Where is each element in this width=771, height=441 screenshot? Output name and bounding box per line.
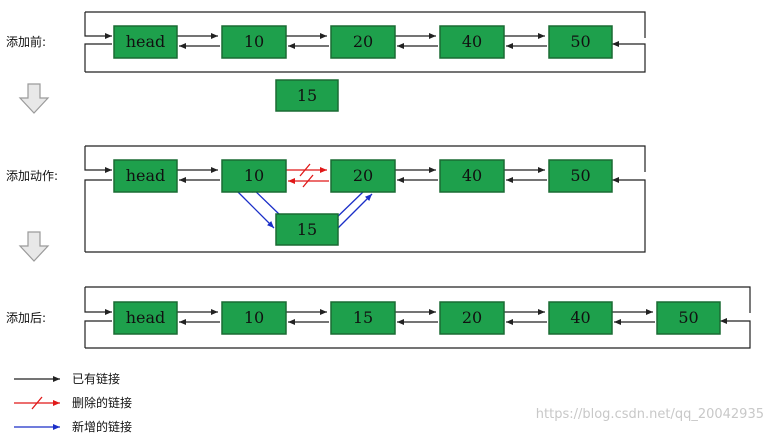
wrap-line-bottom	[84, 320, 112, 348]
node-15-inserting: 15	[275, 213, 339, 246]
down-arrow-icon	[18, 231, 50, 262]
svg-text:20: 20	[353, 166, 373, 185]
legend: 已有链接 删除的链接 新增的链接	[14, 371, 132, 434]
node-head: head	[113, 25, 178, 59]
svg-text:15: 15	[353, 308, 373, 327]
svg-text:40: 40	[462, 166, 482, 185]
svg-text:40: 40	[570, 308, 590, 327]
node-50: 50	[656, 301, 721, 335]
node-15-detached: 15	[275, 79, 339, 112]
stage-before-label: 添加前:	[6, 34, 46, 49]
svg-text:10: 10	[244, 308, 264, 327]
svg-text:50: 50	[678, 308, 698, 327]
svg-text:20: 20	[353, 32, 373, 51]
svg-text:20: 20	[462, 308, 482, 327]
svg-text:40: 40	[462, 32, 482, 51]
legend-item-added: 新增的链接	[14, 419, 132, 434]
wrap-arrow-into-head	[84, 287, 112, 315]
node-50: 50	[548, 159, 613, 193]
added-link-10-15	[237, 191, 275, 229]
wrap-arrow-into-50	[85, 41, 646, 73]
legend-deleted-label: 删除的链接	[72, 395, 132, 410]
svg-text:15: 15	[297, 220, 317, 239]
svg-text:10: 10	[244, 32, 264, 51]
wrap-arrow-into-50	[85, 177, 646, 253]
wrap-line-top	[85, 145, 646, 172]
node-20: 20	[330, 159, 396, 193]
stage-before: 添加前: head 10 20 40	[6, 11, 646, 112]
node-10: 10	[221, 159, 287, 193]
node-head: head	[113, 301, 178, 335]
svg-text:15: 15	[297, 86, 317, 105]
svg-text:head: head	[126, 308, 166, 327]
down-arrow-icon	[18, 83, 50, 114]
legend-existing-label: 已有链接	[72, 371, 120, 386]
wrap-line-top	[85, 11, 646, 38]
node-20: 20	[439, 301, 505, 335]
wrap-arrow-into-head	[84, 12, 112, 39]
svg-text:head: head	[126, 32, 166, 51]
stage-action: 添加动作: head 10	[6, 145, 646, 253]
node-head: head	[113, 159, 178, 193]
svg-text:50: 50	[570, 32, 590, 51]
legend-added-label: 新增的链接	[72, 419, 132, 434]
stage-after-label: 添加后:	[6, 311, 46, 325]
wrap-line-bottom	[84, 179, 112, 252]
stage-action-label: 添加动作:	[6, 169, 58, 183]
legend-red-slash-icon	[31, 396, 43, 410]
svg-text:10: 10	[244, 166, 264, 185]
node-40: 40	[439, 159, 505, 193]
svg-text:50: 50	[570, 166, 590, 185]
watermark: https://blog.csdn.net/qq_20042935	[536, 407, 764, 422]
node-15: 15	[330, 301, 396, 335]
stage-after: 添加后: head 10 15 20	[6, 286, 751, 349]
svg-text:head: head	[126, 166, 166, 185]
deleted-slash-mark	[302, 174, 314, 188]
node-10: 10	[221, 301, 287, 335]
wrap-arrow-into-50	[85, 318, 751, 349]
wrap-line-bottom	[84, 43, 112, 72]
node-10: 10	[221, 25, 287, 59]
legend-item-deleted: 删除的链接	[14, 395, 132, 410]
node-20: 20	[330, 25, 396, 59]
node-40: 40	[439, 25, 505, 59]
added-link-15-20	[337, 193, 373, 229]
node-40: 40	[548, 301, 613, 335]
node-50: 50	[548, 25, 613, 59]
legend-item-existing: 已有链接	[14, 371, 120, 386]
deleted-slash-mark	[299, 163, 311, 177]
wrap-line-top	[85, 286, 751, 313]
wrap-arrow-into-head	[84, 146, 112, 173]
